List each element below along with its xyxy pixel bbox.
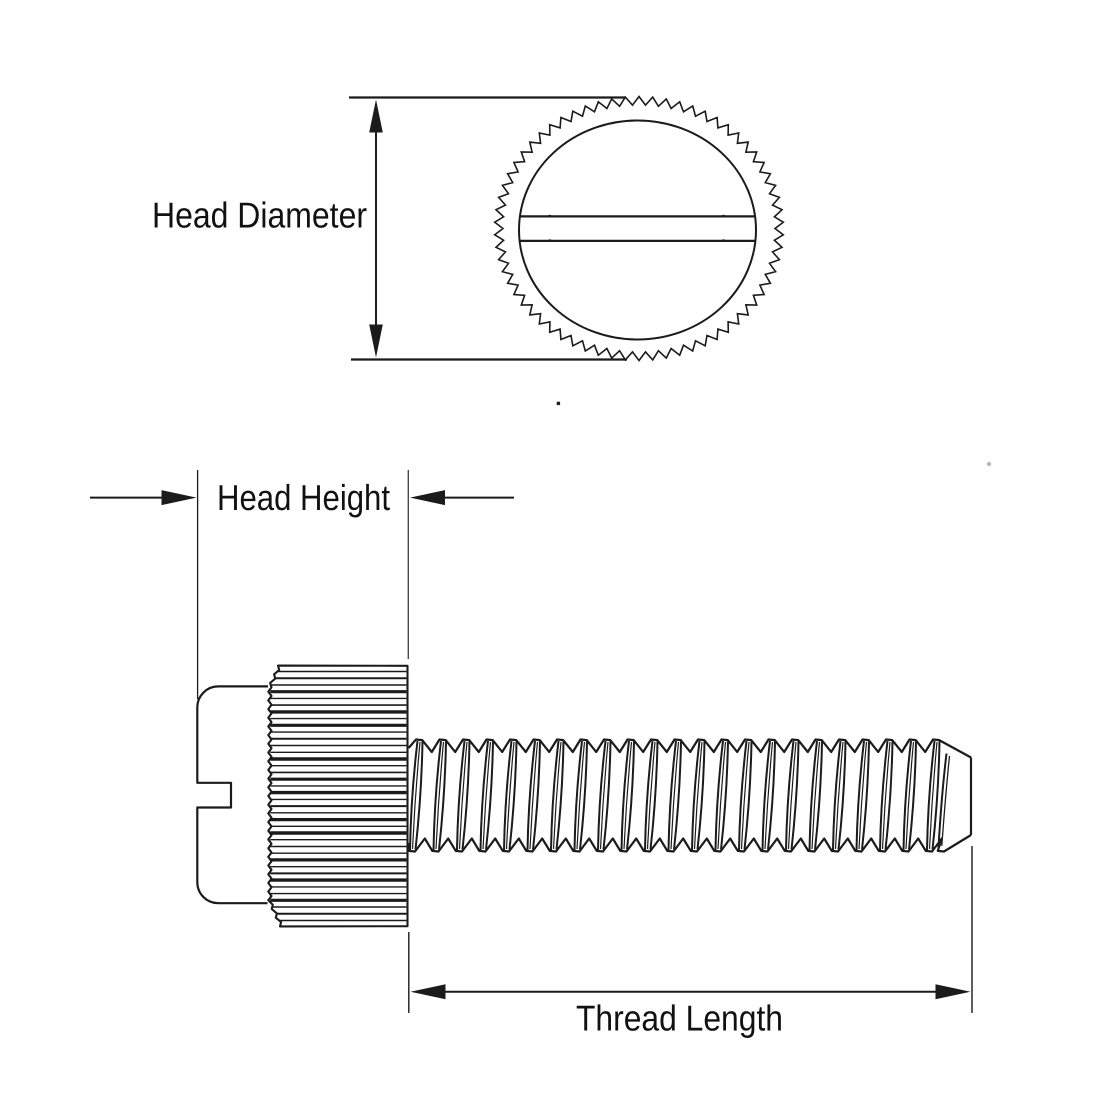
svg-text:Head Diameter: Head Diameter [152, 195, 367, 236]
svg-text:Thread Length: Thread Length [576, 998, 783, 1039]
svg-text:Head Height: Head Height [217, 477, 390, 518]
